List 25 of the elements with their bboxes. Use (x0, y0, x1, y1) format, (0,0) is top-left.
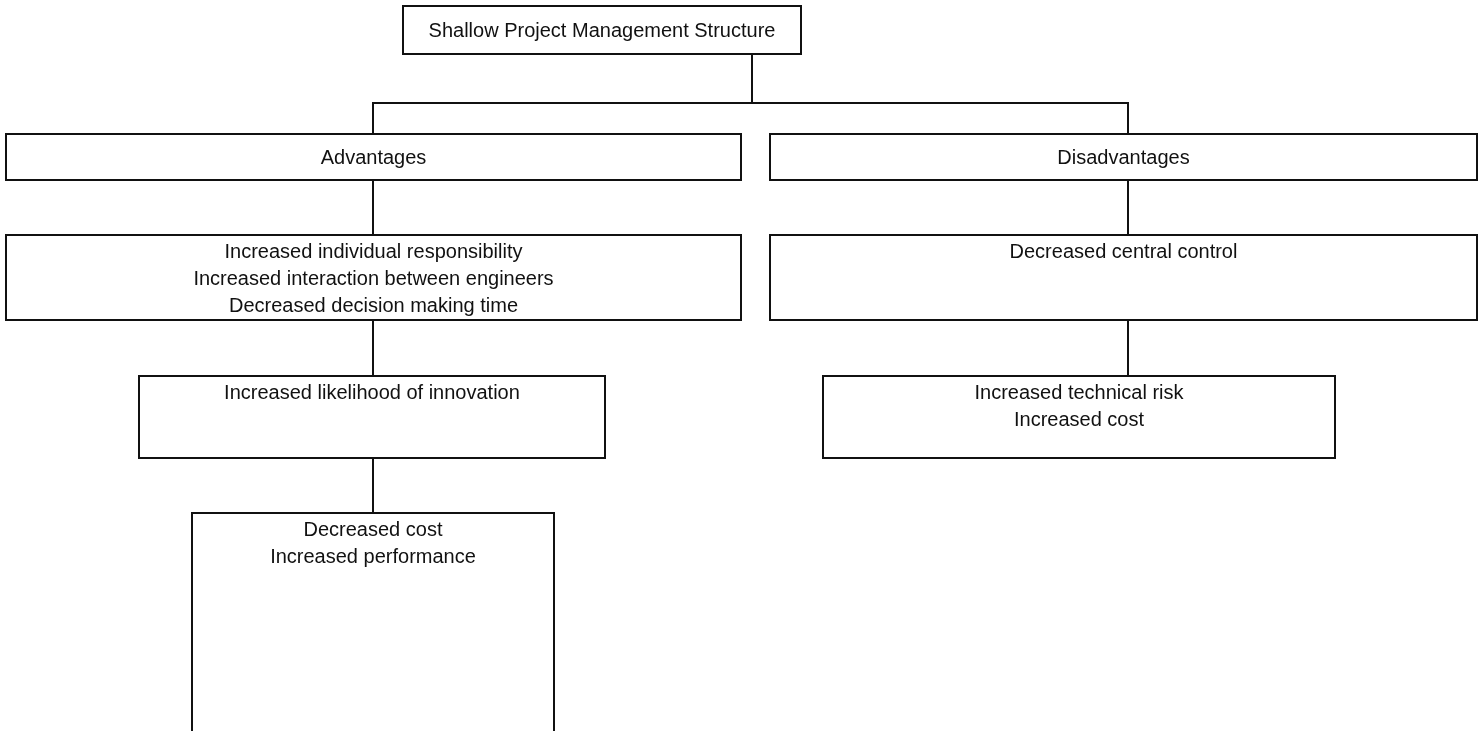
box-text: Increased cost (1013, 407, 1145, 432)
connector-line (1127, 180, 1129, 235)
box-text: Advantages (320, 144, 427, 170)
process-box (769, 133, 1478, 181)
process-box (822, 375, 1336, 459)
box-text: Decreased cost (303, 517, 443, 542)
process-box (191, 512, 555, 731)
box-text: Shallow Project Management Structure (428, 17, 776, 43)
connector-line (1127, 320, 1129, 376)
process-box (138, 375, 606, 459)
box-text: Increased individual responsibility (224, 239, 523, 264)
process-box (5, 133, 742, 181)
box-text: Decreased decision making time (229, 293, 518, 318)
process-box (402, 5, 802, 55)
box-text: Increased interaction between engineers (193, 266, 554, 291)
box-text: Increased likelihood of innovation (224, 380, 520, 405)
box-text: Disadvantages (1057, 144, 1190, 170)
box-text: Decreased central control (1009, 239, 1238, 264)
process-box (5, 234, 742, 321)
connector-line (372, 180, 374, 235)
box-text: Increased technical risk (974, 380, 1184, 405)
connector-line (372, 458, 374, 513)
connector-line (372, 320, 374, 376)
process-box (769, 234, 1478, 321)
box-text: Increased performance (270, 544, 476, 569)
